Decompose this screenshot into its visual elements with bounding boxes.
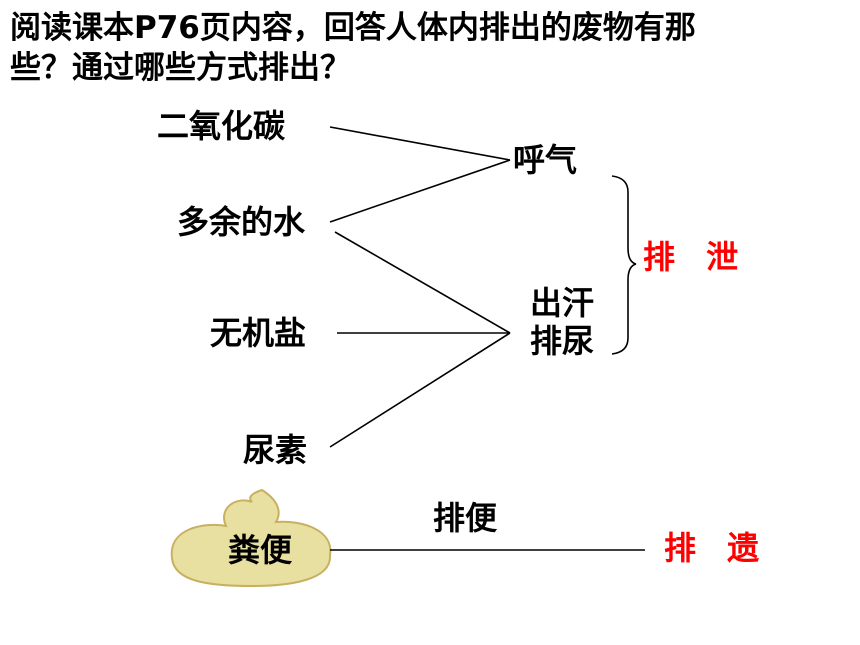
line-water-sweat-urinate (334, 231, 511, 334)
label-egestion: 排 遗 (664, 529, 770, 567)
feces-pile-shape (170, 488, 332, 588)
label-salt: 无机盐 (210, 314, 307, 352)
label-co2: 二氧化碳 (157, 107, 286, 145)
label-sweat-urinate: 出汗 排尿 (522, 284, 602, 360)
line-water-exhale (329, 159, 511, 223)
label-sweat: 出汗 (529, 284, 594, 322)
label-feces: 粪便 (228, 531, 293, 569)
label-exhale: 呼气 (513, 141, 578, 179)
line-co2-exhale (329, 126, 511, 161)
question-line-2: 些？通过哪些方式排出？ (10, 50, 351, 86)
question-line-1: 阅读课本P76页内容，回答人体内排出的废物有那 (10, 10, 696, 46)
label-water: 多余的水 (177, 203, 306, 241)
label-defecate: 排便 (433, 499, 498, 537)
feces-pile-icon (170, 488, 332, 588)
label-excretion: 排 泄 (643, 238, 749, 276)
label-urinate: 排尿 (529, 322, 594, 360)
label-urea: 尿素 (243, 431, 308, 469)
brace-excretion (611, 175, 637, 355)
line-urea-sweat-urinate (329, 332, 511, 448)
question-text: 阅读课本P76页内容，回答人体内排出的废物有那 些？通过哪些方式排出？ (10, 8, 850, 88)
